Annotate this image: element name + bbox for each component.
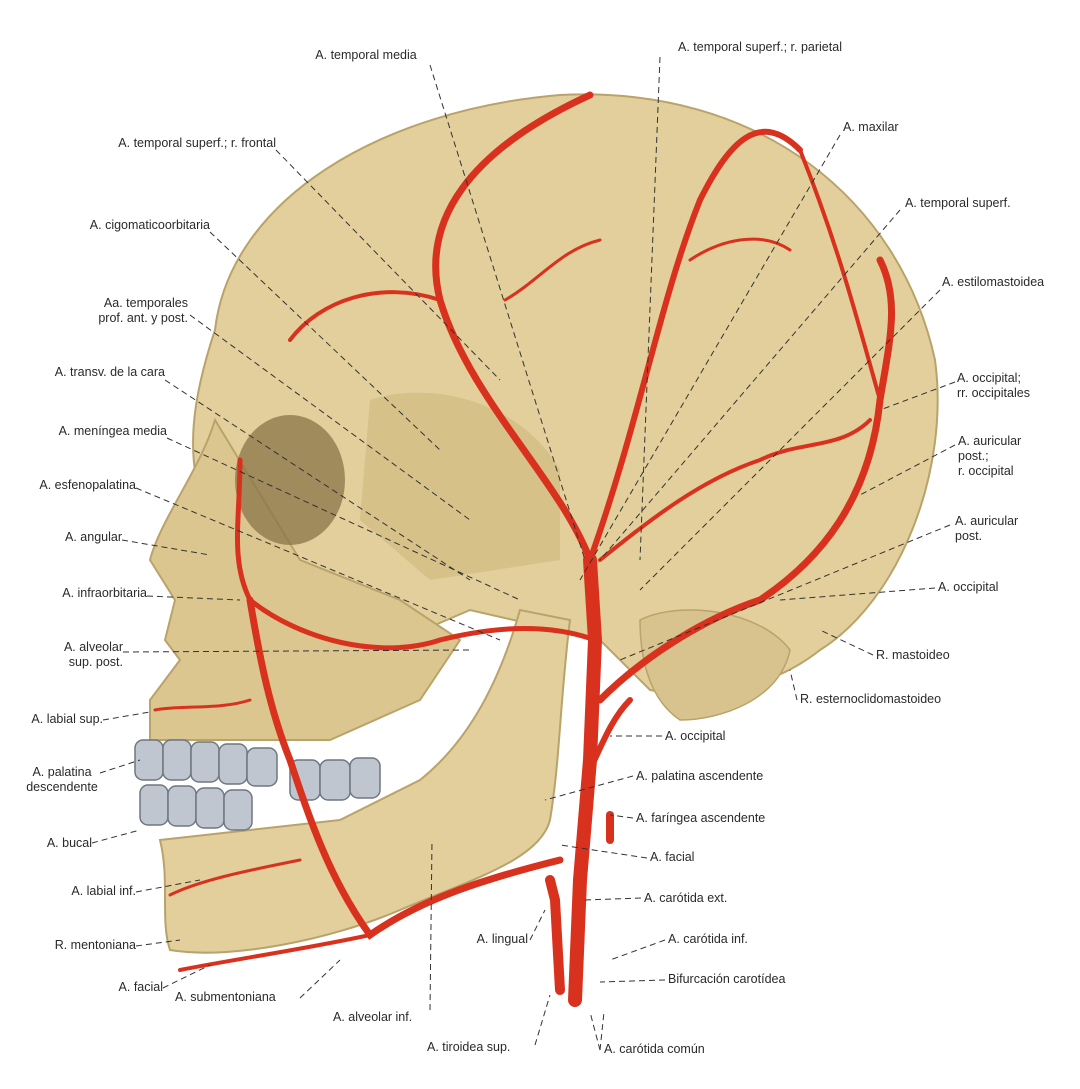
- orbit: [235, 415, 345, 545]
- label-r-esternoclidomastoideo: R. esternoclidomastoideo: [800, 692, 942, 706]
- label-transv-cara: A. transv. de la cara: [54, 365, 165, 379]
- label-temporal-superf-frontal: A. temporal superf.; r. frontal: [118, 136, 276, 150]
- label-auricular-post: A. auricular post.: [955, 514, 1019, 543]
- label-esfenopalatina: A. esfenopalatina: [39, 478, 136, 492]
- label-auricular-post-r-occipital: A. auricular post.; r. occipital: [958, 434, 1022, 478]
- label-r-mastoideo: R. mastoideo: [876, 648, 950, 662]
- label-labial-sup: A. labial sup.: [31, 712, 103, 726]
- label-cigomaticoorbitaria: A. cigomaticoorbitaria: [89, 218, 210, 232]
- label-faringea-ascendente: A. faríngea ascendente: [636, 811, 766, 825]
- label-submentoniana: A. submentoniana: [175, 990, 276, 1004]
- arteries: [153, 91, 895, 1007]
- label-palatina-descendente: A. palatina descendente: [26, 765, 98, 794]
- label-facial-right: A. facial: [650, 850, 695, 864]
- label-tiroidea-sup: A. tiroidea sup.: [427, 1040, 511, 1054]
- label-estilomastoidea: A. estilomastoidea: [942, 275, 1045, 289]
- label-carotida-ext: A. carótida ext.: [644, 891, 728, 905]
- label-alveolar-sup-post: A. alveolar sup. post.: [63, 640, 123, 669]
- label-labial-inf: A. labial inf.: [71, 884, 136, 898]
- label-carotida-comun: A. carótida común: [604, 1042, 705, 1056]
- teeth: [134, 739, 381, 831]
- label-angular: A. angular: [65, 530, 122, 544]
- label-temporal-superf-parietal: A. temporal superf.; r. parietal: [678, 40, 842, 54]
- label-temporal-superf: A. temporal superf.: [905, 196, 1011, 210]
- label-facial-left: A. facial: [118, 980, 163, 994]
- label-alveolar-inf: A. alveolar inf.: [333, 1010, 413, 1024]
- label-temporal-media: A. temporal media: [315, 48, 417, 62]
- label-carotida-inf: A. carótida inf.: [668, 932, 748, 946]
- face: [148, 417, 462, 741]
- leader-lines: [91, 56, 956, 1051]
- label-r-mentoniana: R. mentoniana: [54, 938, 136, 952]
- label-lingual: A. lingual: [476, 932, 528, 946]
- label-palatina-ascendente: A. palatina ascendente: [636, 769, 764, 783]
- label-meningea-media: A. meníngea media: [58, 424, 167, 438]
- label-bifurcacion-carotidea: Bifurcación carotídea: [668, 972, 786, 986]
- label-occipital-rr-occipitales: A. occipital; rr. occipitales: [957, 371, 1030, 400]
- label-occipital-lower: A. occipital: [665, 729, 726, 743]
- label-infraorbitaria: A. infraorbitaria: [62, 586, 147, 600]
- label-temporales-prof: Aa. temporales prof. ant. y post.: [98, 296, 188, 325]
- label-bucal: A. bucal: [46, 836, 92, 850]
- label-occipital-upper: A. occipital: [938, 580, 999, 594]
- label-maxilar: A. maxilar: [843, 120, 899, 134]
